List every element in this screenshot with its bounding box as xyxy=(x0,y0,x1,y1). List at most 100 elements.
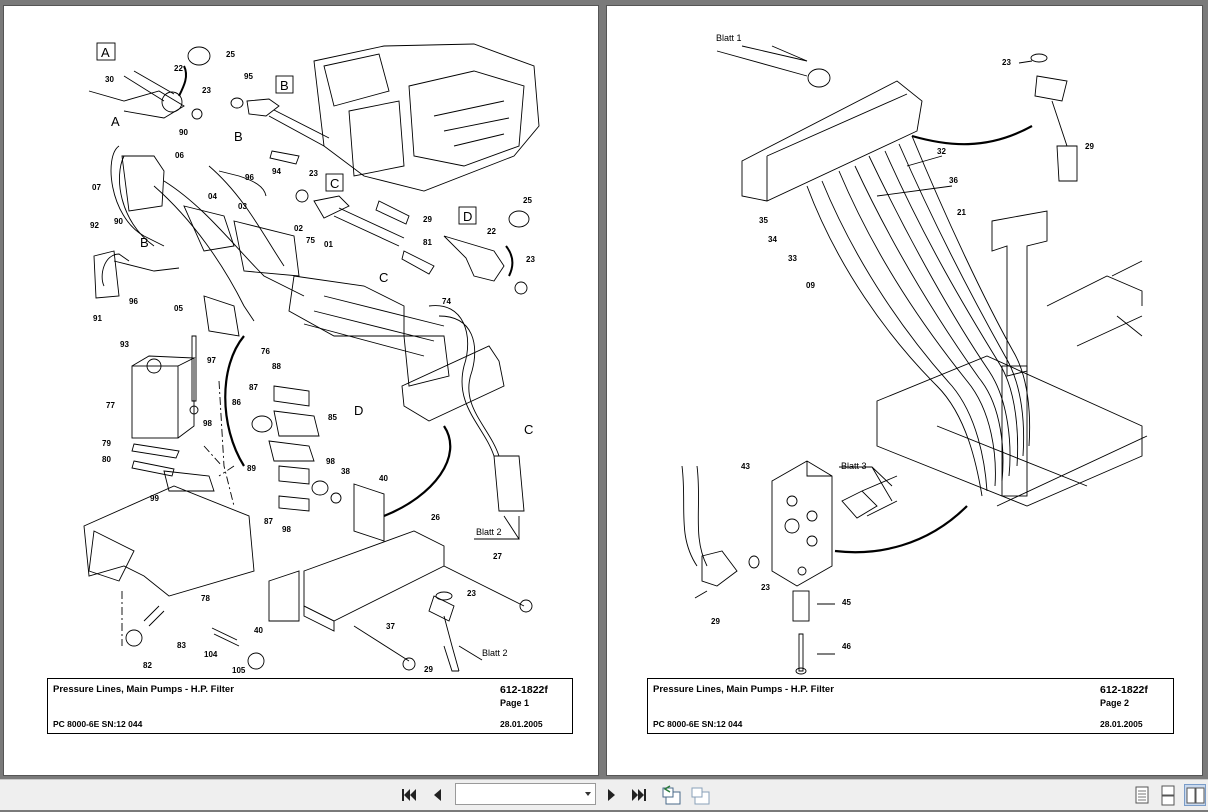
callout: 26 xyxy=(431,513,440,522)
first-page-button[interactable] xyxy=(399,786,419,804)
callout: 86 xyxy=(232,398,241,407)
facing-pages-view-button[interactable] xyxy=(1184,784,1206,806)
callout: 104 xyxy=(204,650,218,659)
next-page-button[interactable] xyxy=(602,786,622,804)
callout: 96 xyxy=(129,297,138,306)
page-label: Page 1 xyxy=(500,698,530,708)
title-block-page-1: Pressure Lines, Main Pumps - H.P. Filter… xyxy=(47,678,573,734)
go-back-view-button[interactable] xyxy=(660,784,684,806)
exploded-view-drawing-page-1 xyxy=(83,42,540,672)
callout: 23 xyxy=(467,589,476,598)
callout: 33 xyxy=(788,254,797,263)
blatt-label: Blatt 2 xyxy=(476,527,502,537)
go-forward-view-button[interactable] xyxy=(689,784,713,806)
callout: 94 xyxy=(272,167,281,176)
callout: 87 xyxy=(249,383,258,392)
callout: 88 xyxy=(272,362,281,371)
go-forward-view-icon xyxy=(691,787,710,805)
callout: 32 xyxy=(937,147,946,156)
callout: 23 xyxy=(1002,58,1011,67)
part-number: 612-1822f xyxy=(500,684,548,696)
title-block-page-2: Pressure Lines, Main Pumps - H.P. Filter… xyxy=(647,678,1174,734)
callout: 22 xyxy=(487,227,496,236)
blatt-label: Blatt 3 xyxy=(841,461,867,471)
machine-model: PC 8000-6E SN:12 044 xyxy=(53,719,143,729)
callout: 93 xyxy=(120,340,129,349)
view-label-d: D xyxy=(463,209,472,224)
callout: 29 xyxy=(1085,142,1094,151)
callout: 43 xyxy=(741,462,750,471)
callout: 40 xyxy=(379,474,388,483)
previous-page-button[interactable] xyxy=(427,786,447,804)
callout: 97 xyxy=(207,356,216,365)
callout: 95 xyxy=(244,72,253,81)
page-label: Page 2 xyxy=(1100,698,1130,708)
callout: 85 xyxy=(328,413,337,422)
continuous-view-button[interactable] xyxy=(1157,784,1179,806)
callout: 89 xyxy=(247,464,256,473)
next-page-icon xyxy=(608,789,615,801)
facing-pages-view-icon xyxy=(1186,787,1205,804)
drawing-date: 28.01.2005 xyxy=(1100,719,1143,729)
callout: 98 xyxy=(203,419,212,428)
callout: 29 xyxy=(423,215,432,224)
callout: 74 xyxy=(442,297,451,306)
machine-model: PC 8000-6E SN:12 044 xyxy=(653,719,743,729)
callout: B xyxy=(140,235,149,250)
callout: C xyxy=(379,270,388,285)
chevron-down-icon xyxy=(585,792,591,796)
callout: 99 xyxy=(150,494,159,503)
callout: 36 xyxy=(949,176,958,185)
callout: 92 xyxy=(90,221,99,230)
view-label-c: C xyxy=(330,176,339,191)
last-page-button[interactable] xyxy=(629,786,649,804)
callout: 75 xyxy=(306,236,315,245)
callout: 29 xyxy=(711,617,720,626)
drawing-page-2: 23 29 32 36 21 35 34 33 09 43 23 29 45 4… xyxy=(606,5,1203,776)
callout: 09 xyxy=(806,281,815,290)
callout: B xyxy=(234,129,243,144)
callout: 79 xyxy=(102,439,111,448)
callout: 82 xyxy=(143,661,152,670)
single-page-view-icon xyxy=(1135,786,1149,804)
callout: 05 xyxy=(174,304,183,313)
single-page-view-button[interactable] xyxy=(1131,784,1153,806)
callout: 23 xyxy=(761,583,770,592)
callout: 105 xyxy=(232,666,246,675)
callout: 46 xyxy=(842,642,851,651)
go-back-view-icon xyxy=(662,785,681,805)
drawing-date: 28.01.2005 xyxy=(500,719,543,729)
view-label-a: A xyxy=(101,45,110,60)
part-number: 612-1822f xyxy=(1100,684,1148,696)
callout: 23 xyxy=(202,86,211,95)
callout: 90 xyxy=(114,217,123,226)
callout: 22 xyxy=(174,64,183,73)
callout: 80 xyxy=(102,455,111,464)
blatt-label: Blatt 1 xyxy=(716,33,742,43)
callout: 06 xyxy=(175,151,184,160)
continuous-view-icon xyxy=(1161,785,1175,806)
callout: 25 xyxy=(523,196,532,205)
callout: 45 xyxy=(842,598,851,607)
callout: 40 xyxy=(254,626,263,635)
callout: 37 xyxy=(386,622,395,631)
callout: 77 xyxy=(106,401,115,410)
drawing-page-1: A B C D 25 22 23 30 95 A 90 B 06 07 94 2… xyxy=(3,5,599,776)
callout: 25 xyxy=(226,50,235,59)
callout: 98 xyxy=(282,525,291,534)
callout: 04 xyxy=(208,192,217,201)
callout: 23 xyxy=(526,255,535,264)
callout: 27 xyxy=(493,552,502,561)
drawing-title: Pressure Lines, Main Pumps - H.P. Filter xyxy=(53,684,234,695)
previous-page-icon xyxy=(434,789,441,801)
callout: C xyxy=(524,422,533,437)
callout: 96 xyxy=(245,173,254,182)
page-selector[interactable] xyxy=(455,783,596,805)
blatt-label: Blatt 2 xyxy=(482,648,508,658)
callout: 23 xyxy=(309,169,318,178)
exploded-view-drawing-page-2 xyxy=(681,45,1148,675)
callout: 78 xyxy=(201,594,210,603)
callout: 98 xyxy=(326,457,335,466)
callout: 02 xyxy=(294,224,303,233)
navigation-toolbar xyxy=(0,779,1208,810)
